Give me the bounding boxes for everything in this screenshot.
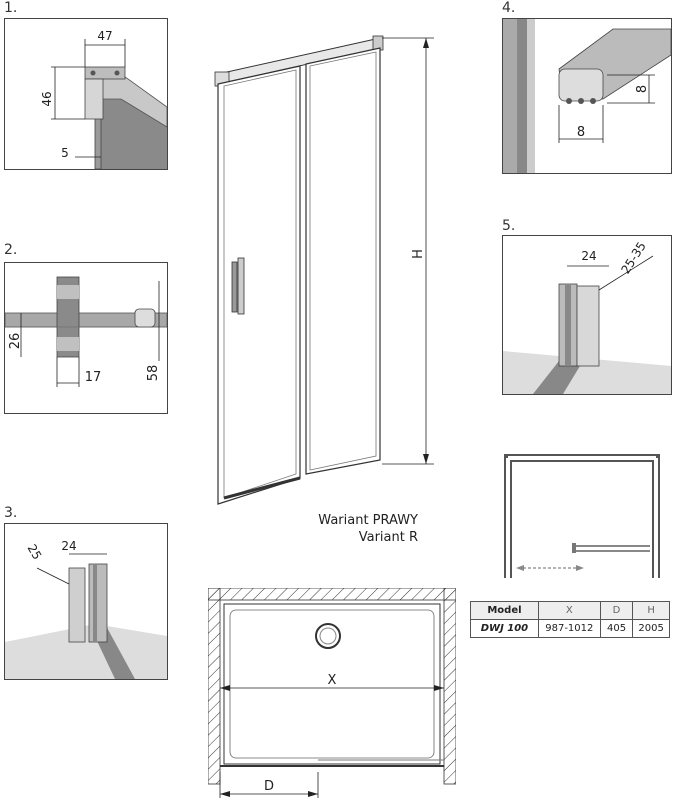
detail-5-panel: 24 25-35 bbox=[502, 235, 672, 395]
top-plan-drawing bbox=[504, 454, 660, 578]
detail-2-label: 2. bbox=[4, 242, 18, 258]
col-d: D bbox=[599, 601, 634, 620]
detail-3-dim-a: 25 bbox=[25, 542, 45, 562]
cell-model: DWJ 100 bbox=[470, 619, 539, 638]
cell-x: 987-1012 bbox=[537, 619, 601, 638]
plan-width-label: X bbox=[328, 673, 337, 688]
detail-5-dim-b: 25-35 bbox=[618, 239, 648, 276]
variant-line-2: Variant R bbox=[358, 530, 418, 545]
table-row: DWJ 100 987-1012 405 2005 bbox=[470, 619, 670, 638]
detail-2-drawing: 26 17 58 bbox=[5, 276, 167, 387]
plan-depth-label: D bbox=[264, 779, 274, 794]
detail-5-label: 5. bbox=[502, 218, 516, 234]
detail-1-label: 1. bbox=[4, 0, 18, 16]
detail-4-label: 4. bbox=[502, 0, 516, 16]
col-h: H bbox=[632, 601, 670, 620]
spec-table: Model X D H DWJ 100 987-1012 405 2005 bbox=[470, 601, 670, 638]
detail-1-drawing: 47 46 5 bbox=[40, 29, 167, 169]
detail-3-label: 3. bbox=[4, 505, 18, 521]
cell-d: 405 bbox=[599, 619, 634, 638]
spec-table-header-row: Model X D H bbox=[470, 601, 670, 620]
variant-caption: Wariant PRAWY Variant R bbox=[300, 512, 418, 546]
height-label: H bbox=[411, 249, 426, 259]
plan-view-drawing: X D bbox=[208, 588, 456, 798]
variant-line-1: Wariant PRAWY bbox=[318, 513, 418, 528]
detail-2-panel: 26 17 58 bbox=[4, 262, 168, 414]
col-model: Model bbox=[470, 601, 539, 620]
detail-1-dim-a: 47 bbox=[97, 29, 112, 43]
detail-4-dim-b: 8 bbox=[635, 85, 650, 93]
detail-3-panel: 24 25 bbox=[4, 523, 168, 680]
col-x: X bbox=[537, 601, 601, 620]
detail-2-dim-a: 26 bbox=[8, 333, 23, 350]
detail-4-panel: 8 8 bbox=[502, 18, 672, 174]
detail-2-dim-b: 17 bbox=[85, 370, 102, 385]
detail-1-dim-c: 5 bbox=[61, 146, 69, 160]
detail-5-dim-a: 24 bbox=[581, 249, 596, 263]
detail-5-drawing: 24 25-35 bbox=[503, 239, 671, 394]
cell-h: 2005 bbox=[632, 619, 670, 638]
detail-3-drawing: 24 25 bbox=[5, 539, 167, 679]
main-door-drawing: H bbox=[214, 35, 434, 505]
detail-4-dim-a: 8 bbox=[577, 125, 585, 140]
detail-4-drawing: 8 8 bbox=[503, 19, 671, 173]
detail-3-dim-b: 24 bbox=[61, 539, 76, 553]
detail-2-dim-c: 58 bbox=[146, 365, 161, 382]
detail-1-panel: 47 46 5 bbox=[4, 18, 168, 170]
detail-1-dim-b: 46 bbox=[40, 91, 54, 106]
